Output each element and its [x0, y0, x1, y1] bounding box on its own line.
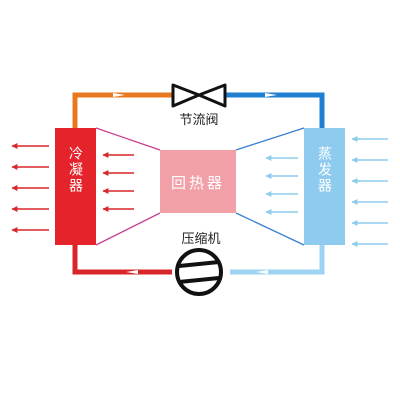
evaporator-label: 蒸发器 [316, 146, 332, 194]
heat-in-arrows [351, 136, 388, 247]
exchanger-links [95, 127, 305, 246]
pipe-bottom-right [230, 245, 325, 275]
condenser: 冷凝器 [55, 128, 96, 245]
evaporator: 蒸发器 [304, 128, 345, 245]
link-evaporator-bottom [235, 212, 305, 246]
evaporator-box [304, 128, 345, 245]
condenser-inner-arrows [102, 152, 134, 212]
compressor-circle-icon [175, 248, 223, 296]
compressor-label: 压缩机 [181, 231, 220, 247]
link-evaporator-top [235, 127, 305, 151]
throttle-valve: 节流阀 [171, 83, 227, 128]
condenser-box [55, 128, 96, 245]
flow-arrow [126, 270, 138, 274]
pipe-top-left [72, 92, 172, 128]
compressor-inner-icon [178, 260, 220, 284]
pipe-flow-arrows [113, 93, 277, 274]
regenerator-label: 回热器 [171, 174, 225, 192]
link-condenser-top [95, 127, 161, 151]
flow-arrow [256, 270, 268, 274]
regenerator-box [160, 150, 236, 213]
regenerator: 回热器 [160, 150, 236, 213]
flow-arrow [113, 93, 125, 97]
throttle-valve-label: 节流阀 [179, 113, 218, 128]
condenser-label: 冷凝器 [67, 146, 83, 194]
flow-arrow [265, 93, 277, 97]
evaporator-inner-arrows [265, 155, 298, 215]
bowtie-valve-icon [171, 83, 227, 108]
link-condenser-bottom [95, 212, 161, 246]
pipe-bottom-left [72, 245, 172, 275]
heat-out-arrows [11, 143, 49, 233]
pipe-top-right [226, 92, 325, 128]
compressor: 压缩机 [175, 231, 223, 296]
